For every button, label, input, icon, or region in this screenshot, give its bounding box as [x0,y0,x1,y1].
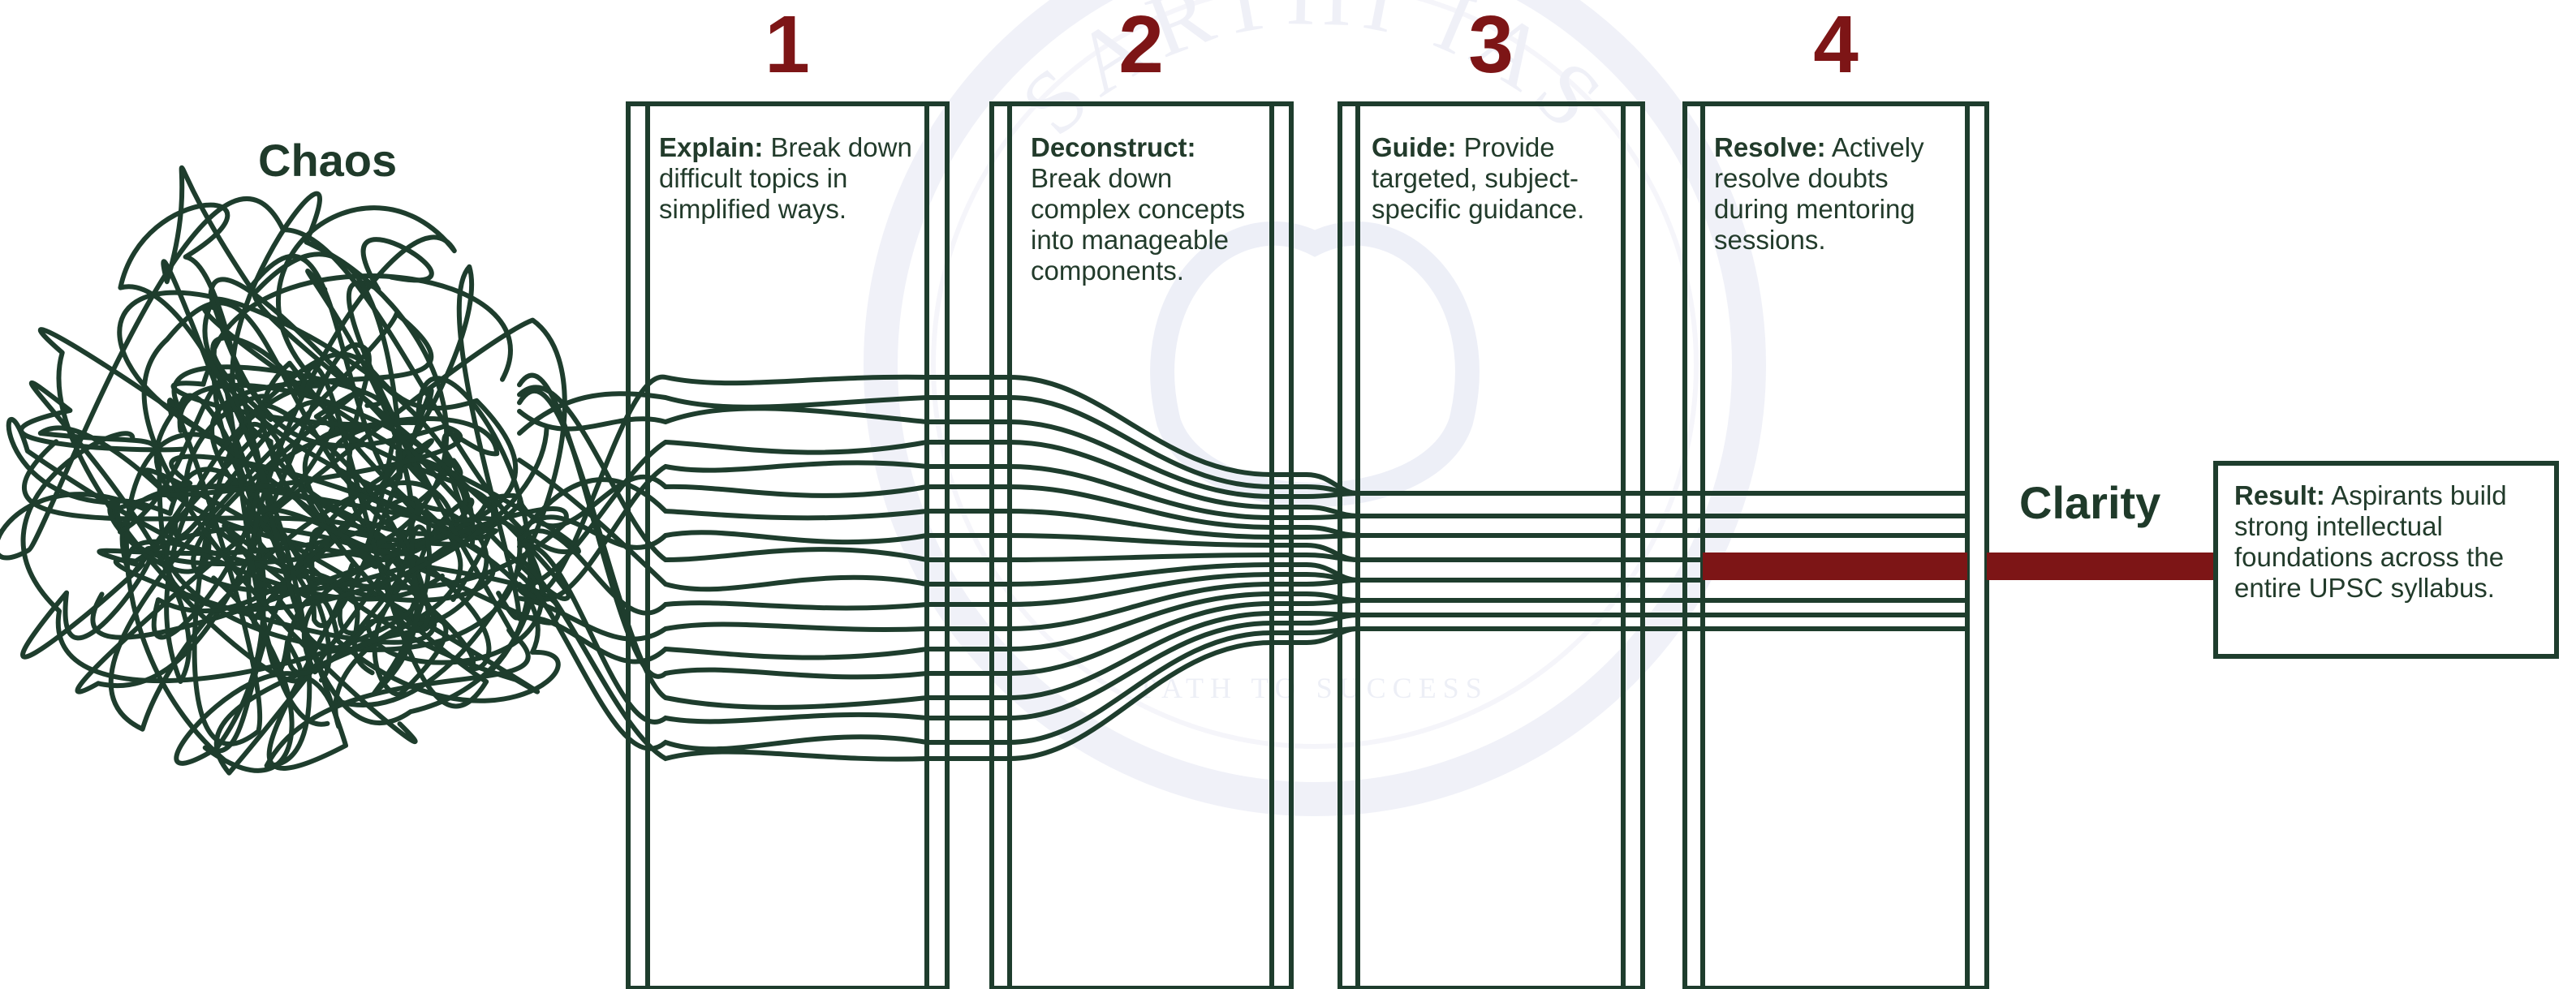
flow-line [517,385,1705,563]
flow-line [517,542,1705,725]
tangle-strand [141,264,521,745]
chaos-tangle [0,165,581,776]
step-text-2: Deconstruct: Break down complex concepts… [1031,132,1266,286]
flow-line [517,514,1705,562]
step-panel-1 [626,101,950,989]
tangle-strand [0,196,581,612]
step-description-4: Actively resolve doubts during mentoring… [1714,132,1924,255]
step-description-2: Break down complex concepts into managea… [1031,162,1246,286]
result-box: Result: Aspirants build strong intellect… [2213,461,2559,659]
step-text-3: Guide: Provide targeted, subject-specifi… [1372,132,1615,225]
step-number-2: 2 [1118,0,1164,90]
tangle-strand [19,205,457,773]
step-heading-1: Explain: [659,132,764,162]
step-panel-3 [1338,101,1645,989]
step-text-4: Resolve: Actively resolve doubts during … [1714,132,1958,256]
result-heading: Result: [2234,480,2325,510]
result-description: Aspirants build strong intellectual foun… [2234,480,2507,603]
step-panels [626,101,1989,989]
watermark-tagline: PATH TO SUCCESS [1141,672,1488,704]
flow-line [517,458,1705,592]
tangle-strand [170,191,463,776]
step-text-1: Explain: Break down difficult topics in … [659,132,923,225]
step-description-1: Break down difficult topics in simplifie… [659,132,912,224]
step-panel-2 [989,101,1294,989]
clarity-label: Clarity [2019,477,2161,528]
step-heading-4: Resolve: [1714,132,1826,162]
result-text: Result: Aspirants build strong intellect… [2234,480,2555,604]
clarity-bar [1703,553,2215,580]
tangle-strand [118,202,536,768]
step-panel-4 [1682,101,1989,989]
step-description-3: Provide targeted, subject-specific guida… [1372,132,1585,224]
step-heading-2: Deconstruct: [1031,132,1196,162]
step-number-4: 4 [1813,0,1859,90]
tangle-strand [157,252,571,703]
flow-line [517,578,1705,642]
step-number-1: 1 [765,0,810,90]
chaos-label: Chaos [258,135,398,186]
step-number-3: 3 [1468,0,1514,90]
flow-line [517,389,1705,710]
tangle-strand [20,335,489,709]
step-heading-3: Guide: [1372,132,1457,162]
